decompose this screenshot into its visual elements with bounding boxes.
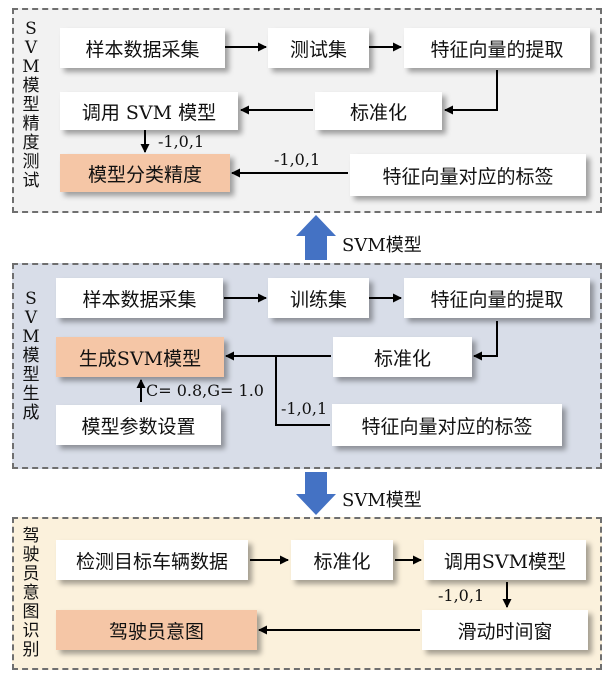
top-sample-collect-box: 样本数据采集 xyxy=(60,28,225,68)
bot-call-svm-box: 调用SVM模型 xyxy=(424,540,586,580)
mid-param-setting-box: 模型参数设置 xyxy=(56,405,221,445)
generation-section-label: SVM模型生成 xyxy=(22,289,40,423)
top-accuracy-box: 模型分类精度 xyxy=(60,154,230,192)
arrow-mid-feature-to-normalize xyxy=(473,321,498,361)
mid-labels-output-label: -1,0,1 xyxy=(281,399,328,418)
top-feature-labels-box: 特征向量对应的标签 xyxy=(350,154,586,196)
upper-transfer-arrow xyxy=(296,215,336,260)
bot-driver-intent-box: 驾驶员意图 xyxy=(56,610,257,650)
bot-sliding-window-box: 滑动时间窗 xyxy=(422,610,588,650)
top-normalize-box: 标准化 xyxy=(315,92,442,130)
mid-generate-svm-box: 生成SVM模型 xyxy=(56,337,224,377)
recognition-section-label: 驾驶员意图识别 xyxy=(22,526,40,660)
mid-normalize-box: 标准化 xyxy=(333,337,472,377)
lower-transfer-label: SVM模型 xyxy=(342,490,422,511)
bot-call-svm-output-label: -1,0,1 xyxy=(438,586,485,605)
mid-train-set-box: 训练集 xyxy=(268,278,369,318)
upper-transfer-label: SVM模型 xyxy=(342,235,422,256)
top-feature-extract-box: 特征向量的提取 xyxy=(404,28,590,68)
bot-normalize-box: 标准化 xyxy=(291,540,393,580)
mid-sample-collect-box: 样本数据采集 xyxy=(56,278,223,318)
arrow-mid-labels-to-generate xyxy=(275,356,330,426)
top-call-svm-output-label: -1,0,1 xyxy=(158,132,205,151)
test-section-label: SVM模型精度测试 xyxy=(22,19,40,191)
bot-vehicle-data-box: 检测目标车辆数据 xyxy=(56,540,248,580)
mid-params-label: C= 0.8,G= 1.0 xyxy=(146,381,264,400)
top-call-svm-box: 调用 SVM 模型 xyxy=(60,92,238,130)
mid-feature-labels-box: 特征向量对应的标签 xyxy=(332,404,562,446)
top-test-set-box: 测试集 xyxy=(268,28,369,68)
lower-transfer-arrow xyxy=(296,472,336,515)
mid-feature-extract-box: 特征向量的提取 xyxy=(404,278,590,318)
top-labels-output-label: -1,0,1 xyxy=(274,150,321,169)
arrow-top-feature-to-normalize xyxy=(444,70,498,115)
